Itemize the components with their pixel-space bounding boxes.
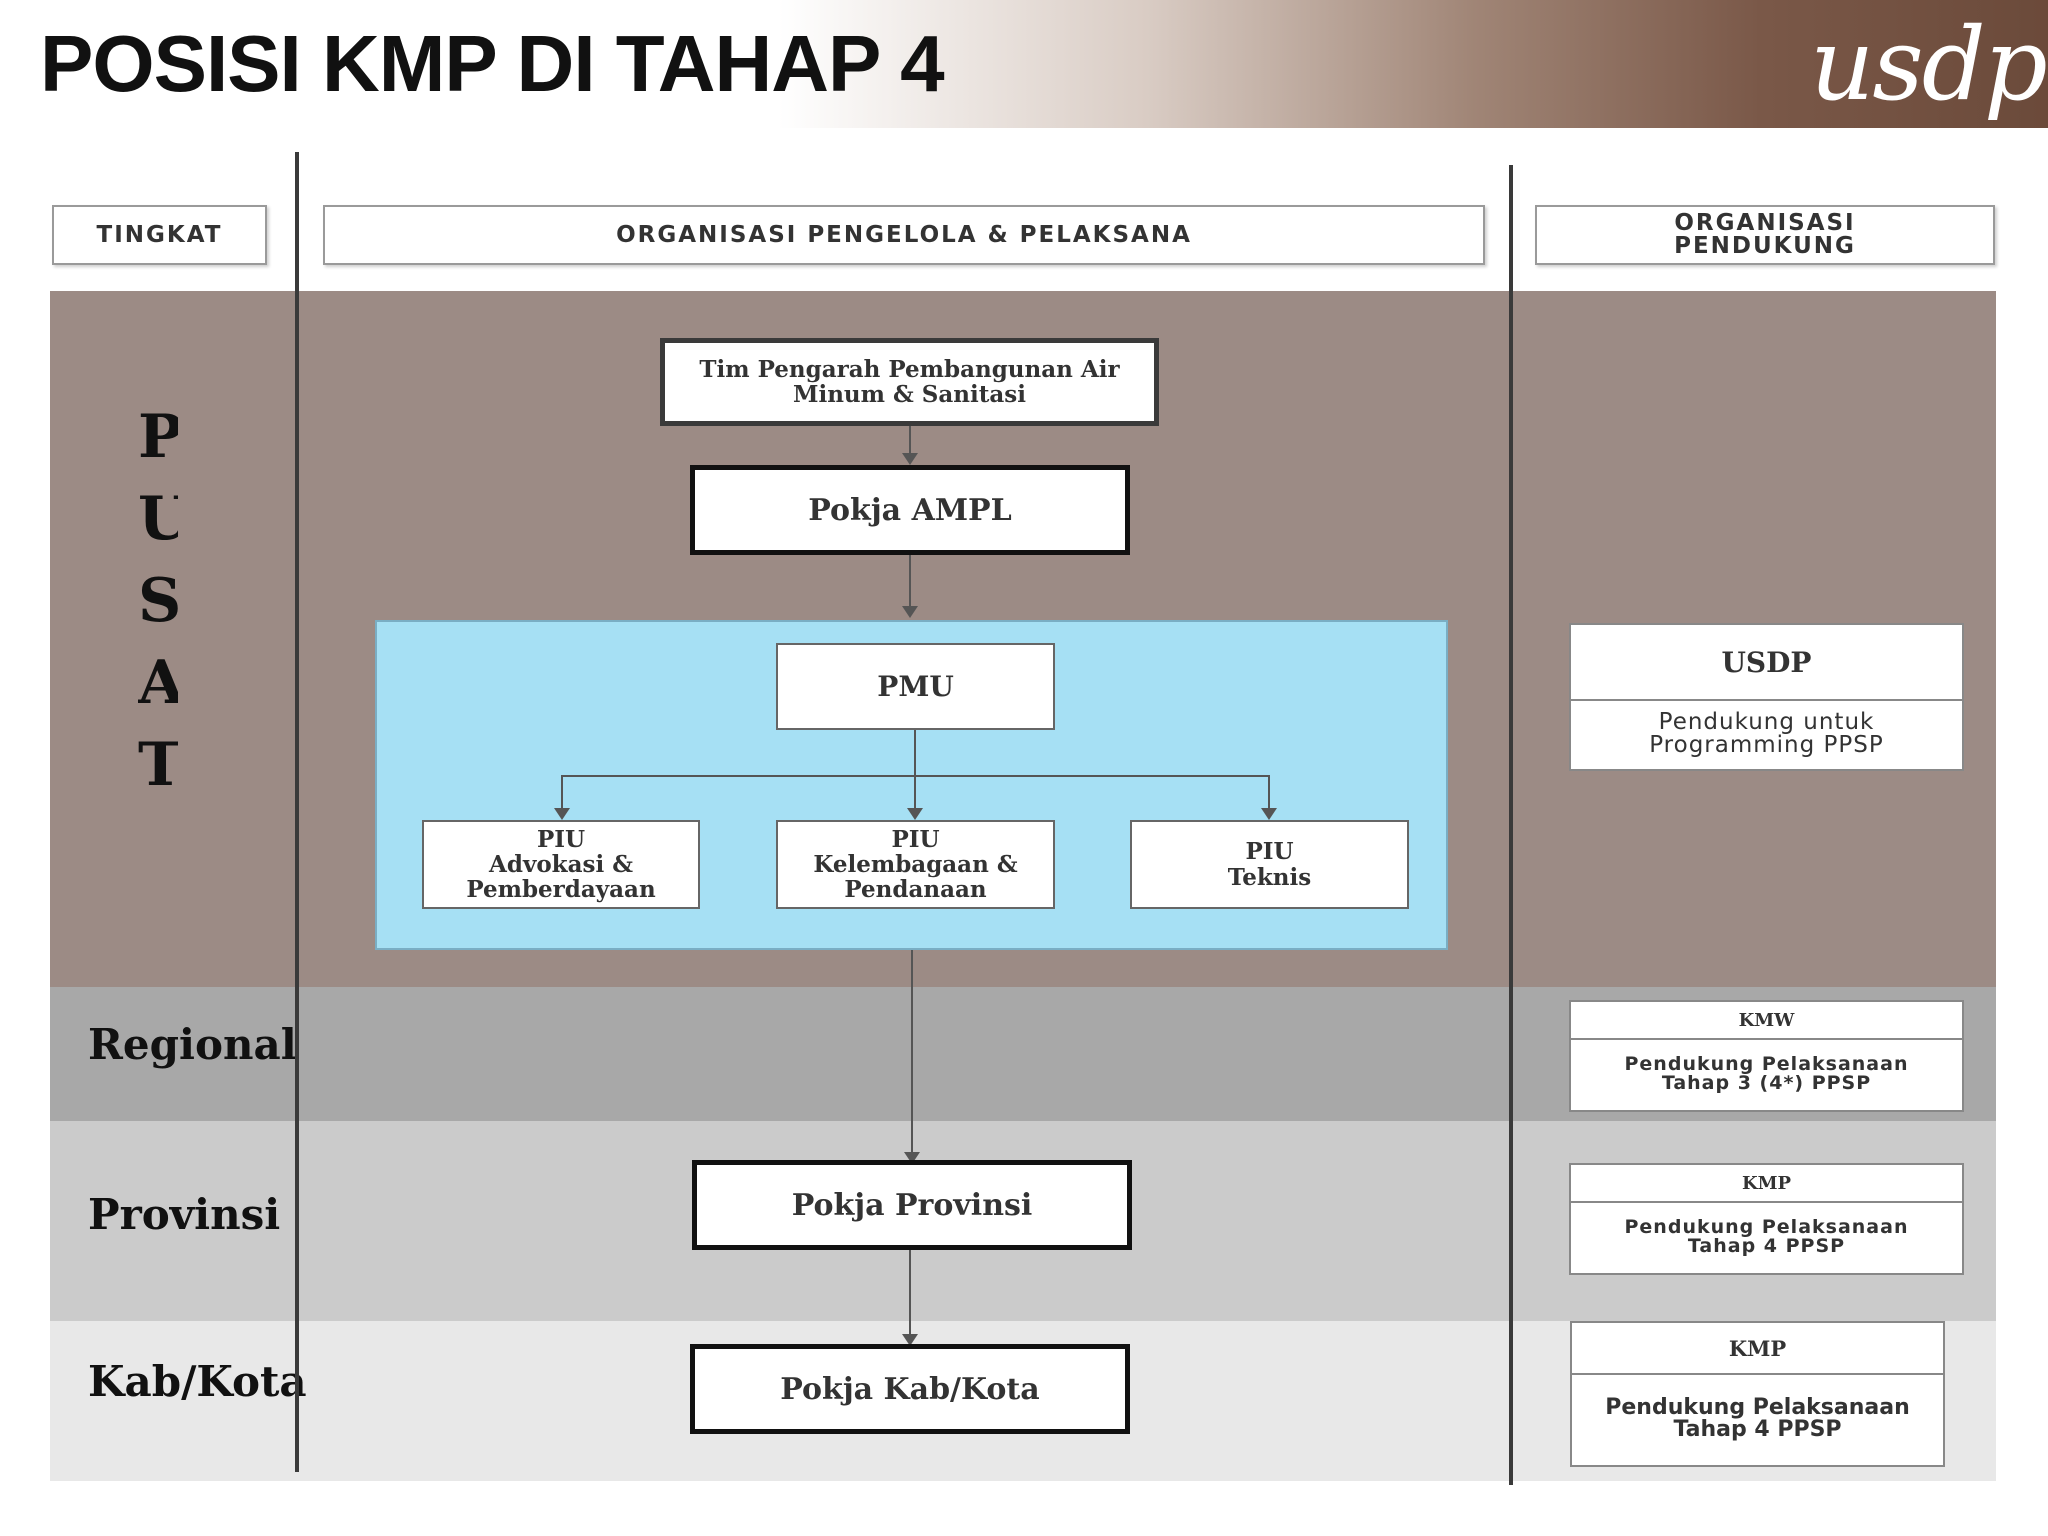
pokja-kab-kota-label: Pokja Kab/Kota: [780, 1371, 1040, 1407]
column-header-organisasi-label: ORGANISASI PENGELOLA & PELAKSANA: [616, 221, 1192, 248]
connector-piu1: [561, 775, 563, 809]
support-kmw: KMW Pendukung Pelaksanaan Tahap 3 (4*) P…: [1569, 1000, 1964, 1112]
column-header-organisasi: ORGANISASI PENGELOLA & PELAKSANA: [323, 205, 1485, 265]
support-usdp-line1: Pendukung untuk: [1658, 709, 1875, 735]
support-kmp-provinsi: KMP Pendukung Pelaksanaan Tahap 4 PPSP: [1569, 1163, 1964, 1275]
usdp-logo: usdp: [1810, 6, 2048, 123]
pusat-letter: U: [138, 484, 178, 554]
pmu-label: PMU: [877, 670, 954, 703]
piu-advokasi-box: PIU Advokasi & Pemberdayaan: [422, 820, 700, 909]
tim-pengarah-line1: Tim Pengarah Pembangunan Air: [699, 355, 1120, 383]
connector-piu3: [1268, 775, 1270, 809]
support-kmp-kab-kota-line1: Pendukung Pelaksanaan: [1605, 1395, 1910, 1420]
separator-line-right: [1509, 165, 1513, 1485]
piu-teknis-line2: Teknis: [1227, 863, 1312, 891]
support-kmw-title-text: KMW: [1738, 1009, 1795, 1031]
separator-line-left: [295, 152, 299, 1472]
support-kmp-kab-kota-body: Pendukung Pelaksanaan Tahap 4 PPSP: [1572, 1373, 1943, 1465]
arrowhead: [907, 808, 923, 820]
tim-pengarah-box: Tim Pengarah Pembangunan Air Minum & San…: [660, 338, 1159, 426]
connector-pmu-down: [914, 730, 916, 775]
connector-tim-to-ampl: [909, 425, 911, 460]
page-title: POSISI KMP DI TAHAP 4: [40, 19, 945, 108]
level-label-regional: Regional: [88, 1020, 297, 1069]
pusat-letter: A: [138, 648, 178, 718]
support-kmp-provinsi-body: Pendukung Pelaksanaan Tahap 4 PPSP: [1571, 1201, 1962, 1273]
arrowhead: [902, 1334, 918, 1346]
level-label-provinsi: Provinsi: [88, 1190, 281, 1239]
column-header-pendukung-line2: PENDUKUNG: [1674, 233, 1856, 259]
support-kmp-provinsi-title: KMP: [1571, 1165, 1962, 1203]
piu-teknis-box: PIU Teknis: [1130, 820, 1409, 909]
pokja-ampl-label: Pokja AMPL: [808, 492, 1012, 528]
column-header-tingkat-label: TINGKAT: [96, 221, 223, 248]
support-kmp-kab-kota-title: KMP: [1572, 1323, 1943, 1375]
piu-kelembagaan-line1: PIU: [891, 825, 940, 853]
connector-ampl-to-pmu: [909, 553, 911, 613]
support-kmp-kab-kota-title-text: KMP: [1728, 1335, 1787, 1361]
column-header-tingkat: TINGKAT: [52, 205, 267, 265]
support-usdp: USDP Pendukung untuk Programming PPSP: [1569, 623, 1964, 771]
arrowhead: [902, 453, 918, 465]
tim-pengarah-line2: Minum & Sanitasi: [793, 381, 1026, 408]
level-label-pusat: P U S A T: [138, 396, 178, 806]
piu-advokasi-line2: Advokasi &: [489, 850, 633, 878]
piu-kelembagaan-box: PIU Kelembagaan & Pendanaan: [776, 820, 1055, 909]
piu-kelembagaan-line3: Pendanaan: [844, 876, 987, 904]
support-kmp-provinsi-title-text: KMP: [1741, 1172, 1792, 1194]
connector-piu2: [914, 775, 916, 809]
support-kmw-body: Pendukung Pelaksanaan Tahap 3 (4*) PPSP: [1571, 1038, 1962, 1110]
piu-advokasi-line1: PIU: [536, 825, 586, 853]
piu-advokasi-line3: Pemberdayaan: [466, 876, 656, 904]
piu-teknis-line1: PIU: [1245, 838, 1294, 866]
support-kmw-line1: Pendukung Pelaksanaan: [1624, 1053, 1909, 1075]
support-usdp-body: Pendukung untuk Programming PPSP: [1571, 699, 1962, 769]
pokja-provinsi-label: Pokja Provinsi: [791, 1187, 1033, 1223]
arrowhead: [554, 808, 570, 820]
level-label-kab-kota: Kab/Kota: [88, 1357, 307, 1406]
support-kmp-provinsi-line1: Pendukung Pelaksanaan: [1624, 1216, 1909, 1238]
header-bar: [0, 0, 2048, 128]
support-kmp-provinsi-line2: Tahap 4 PPSP: [1687, 1235, 1846, 1257]
support-kmw-title: KMW: [1571, 1002, 1962, 1040]
pusat-letter: T: [138, 730, 178, 800]
column-header-pendukung-line1: ORGANISASI: [1674, 210, 1856, 236]
connector-pmu-to-provinsi: [911, 950, 913, 1155]
support-usdp-line2: Programming PPSP: [1649, 732, 1884, 758]
column-header-pendukung: ORGANISASI PENDUKUNG: [1535, 205, 1995, 265]
arrowhead: [902, 606, 918, 618]
connector-provinsi-to-kab: [909, 1250, 911, 1335]
pusat-letter: P: [138, 402, 178, 472]
support-usdp-title-text: USDP: [1721, 645, 1812, 679]
support-kmp-kab-kota: KMP Pendukung Pelaksanaan Tahap 4 PPSP: [1570, 1321, 1945, 1467]
pmu-box: PMU: [776, 643, 1055, 730]
piu-kelembagaan-line2: Kelembagaan &: [813, 850, 1018, 878]
pokja-kab-kota-box: Pokja Kab/Kota: [690, 1344, 1130, 1434]
pokja-provinsi-box: Pokja Provinsi: [692, 1160, 1132, 1250]
support-usdp-title: USDP: [1571, 625, 1962, 701]
support-kmw-line2: Tahap 3 (4*) PPSP: [1661, 1072, 1872, 1094]
pusat-letter: S: [138, 566, 178, 636]
arrowhead: [1261, 808, 1277, 820]
pokja-ampl-box: Pokja AMPL: [690, 465, 1130, 555]
support-kmp-kab-kota-line2: Tahap 4 PPSP: [1673, 1417, 1842, 1442]
